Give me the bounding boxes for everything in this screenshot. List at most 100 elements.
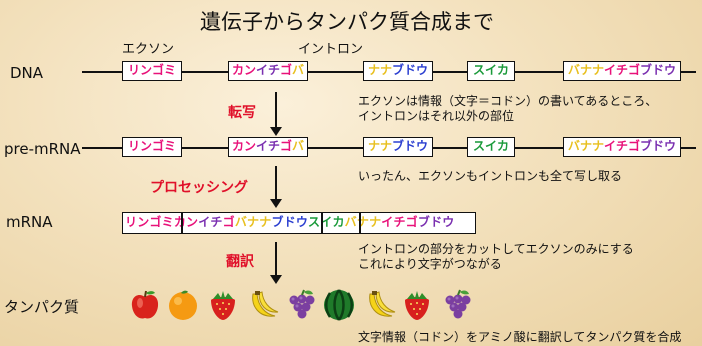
row-label-pre-mrna: pre-mRNA (4, 140, 81, 158)
sequence-char: ウ (442, 215, 455, 229)
sequence-char: ン (137, 215, 150, 229)
sequence-char: イ (484, 63, 497, 77)
sequence-char: ゴ (149, 215, 162, 229)
arrow-shaft (275, 166, 277, 200)
mrna-divider (359, 212, 361, 234)
banana-icon (364, 288, 398, 322)
sequence-char: ス (472, 139, 485, 153)
sequence-char: リ (127, 139, 140, 153)
intron-header: イントロン (298, 42, 364, 57)
sequence-char: ナ (591, 139, 604, 153)
watermelon-icon (322, 288, 356, 322)
sequence-char: リ (127, 63, 140, 77)
sequence-char: ナ (367, 63, 380, 77)
row-label-mrna: mRNA (6, 213, 53, 231)
sequence-char: カ (231, 63, 244, 77)
sequence-char: ナ (379, 139, 392, 153)
dna-segment-5: バナナイチゴブドウ (563, 61, 681, 81)
dna-segment-3: ナナブドウ (363, 61, 433, 81)
sequence-char: カ (497, 139, 510, 153)
sequence-char: チ (268, 139, 281, 153)
sequence-char: ン (139, 63, 152, 77)
mrna-divider (321, 212, 323, 234)
sequence-char: ブ (640, 139, 653, 153)
strawberry-icon (206, 288, 240, 322)
arrow-down-icon (270, 275, 282, 284)
sequence-char: チ (615, 63, 628, 77)
strawberry-icon (400, 288, 434, 322)
sequence-char: ウ (664, 63, 677, 77)
pre-mrna-segment-3: ナナブドウ (363, 137, 433, 157)
mrna-strand: リンゴミカンイチゴバナナブドウスイカバナナイチゴブドウ (122, 212, 476, 234)
sequence-char: ン (243, 139, 256, 153)
sequence-char: バ (292, 63, 305, 77)
sequence-char: チ (615, 139, 628, 153)
sequence-char: ド (430, 215, 443, 229)
dna-segment-1: リンゴミ (122, 61, 182, 81)
sequence-char: バ (234, 215, 248, 229)
arrow-shaft (275, 242, 277, 276)
sequence-char: ミ (164, 63, 177, 77)
sequence-char: ブ (391, 139, 404, 153)
mrna-sequence: リンゴミカンイチゴバナナブドウスイカバナナイチゴブドウ (123, 213, 475, 232)
sequence-char: ブ (640, 63, 653, 77)
grape-icon (284, 288, 318, 322)
sequence-char: カ (173, 215, 187, 229)
sequence-char: ン (243, 63, 256, 77)
sequence-char: ド (652, 63, 665, 77)
sequence-char: ウ (295, 215, 309, 229)
sequence-char: ス (472, 63, 485, 77)
sequence-char: ナ (367, 139, 380, 153)
pre-mrna-segment-1: リンゴミ (122, 137, 182, 157)
sequence-char: ゴ (152, 139, 165, 153)
grape-icon (440, 288, 474, 322)
sequence-char: ブ (391, 63, 404, 77)
sequence-char: ン (186, 215, 199, 229)
sequence-char: ゴ (405, 215, 418, 229)
diagram-title: 遺伝子からタンパク質合成まで (200, 10, 494, 34)
banana-icon (247, 288, 281, 322)
sequence-char: チ (210, 215, 223, 229)
sequence-char: ミ (161, 215, 174, 229)
sequence-char: ナ (259, 215, 272, 229)
pre-mrna-segment-4: スイカ (467, 137, 515, 157)
sequence-char: バ (567, 139, 580, 153)
note-intron-definition: イントロンはそれ以外の部位 (358, 109, 515, 123)
sequence-char: イ (255, 139, 268, 153)
dna-segment-4: スイカ (467, 61, 515, 81)
step-transcription: 転写 (228, 105, 256, 121)
sequence-char: ブ (417, 215, 431, 229)
mrna-divider (181, 212, 183, 234)
note-splicing: イントロンの部分をカットしてエクソンのみにする (358, 242, 634, 256)
orange-icon (166, 288, 200, 322)
sequence-char: ナ (379, 63, 392, 77)
sequence-char: バ (344, 215, 357, 229)
sequence-char: イ (381, 215, 394, 229)
sequence-char: リ (125, 215, 138, 229)
arrow-down-icon (270, 199, 282, 208)
sequence-char: ウ (416, 63, 429, 77)
sequence-char: ド (283, 215, 296, 229)
sequence-char: ゴ (222, 215, 235, 229)
sequence-char: ゴ (280, 63, 293, 77)
sequence-char: イ (198, 215, 211, 229)
note-exon-definition: エクソンは情報（文字＝コドン）の書いてあるところ、 (358, 94, 658, 108)
sequence-char: ゴ (628, 139, 641, 153)
sequence-char: ン (139, 139, 152, 153)
sequence-char: イ (484, 139, 497, 153)
sequence-char: カ (231, 139, 244, 153)
row-label-protein: タンパク質 (4, 298, 80, 316)
sequence-char: バ (292, 139, 305, 153)
step-processing: プロセッシング (150, 180, 248, 196)
note-transcription: いったん、エクソンもイントロンも全て写し取る (358, 169, 623, 183)
arrow-shaft (275, 92, 277, 128)
sequence-char: ド (652, 139, 665, 153)
sequence-char: ド (404, 63, 417, 77)
sequence-char: ナ (369, 215, 382, 229)
apple-icon (128, 288, 162, 322)
sequence-char: ゴ (280, 139, 293, 153)
sequence-char: ナ (579, 63, 592, 77)
sequence-char: ド (404, 139, 417, 153)
pre-mrna-segment-5: バナナイチゴブドウ (563, 137, 681, 157)
sequence-char: ゴ (628, 63, 641, 77)
